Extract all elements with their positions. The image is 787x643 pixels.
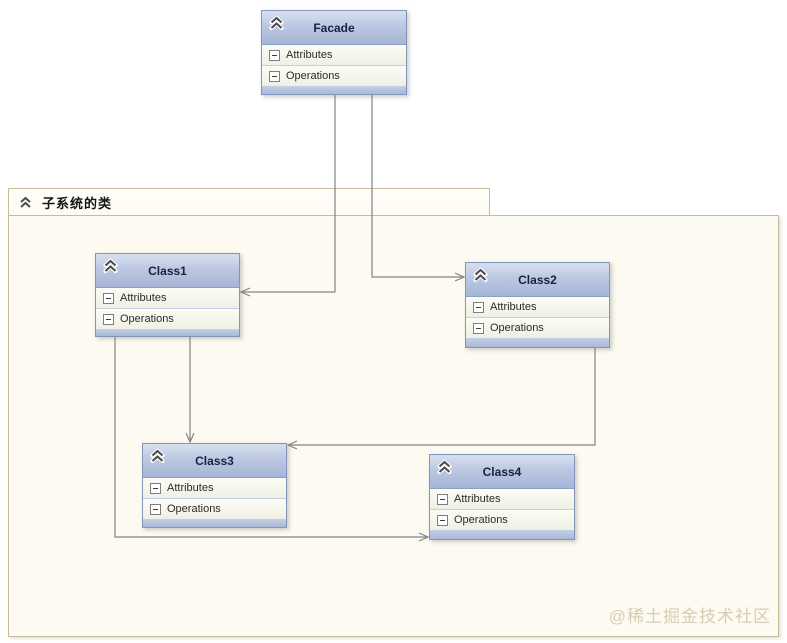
package-tab-subsystem[interactable]: 子系统的类	[8, 188, 490, 215]
minus-box-icon[interactable]	[473, 301, 484, 313]
class-header: Facade	[262, 11, 406, 45]
attributes-section[interactable]: Attributes	[96, 288, 239, 309]
operations-section[interactable]: Operations	[430, 510, 574, 531]
collapse-chevron-icon[interactable]	[435, 459, 454, 475]
minus-box-icon[interactable]	[103, 292, 114, 304]
minus-box-icon[interactable]	[437, 514, 448, 526]
attributes-label: Attributes	[490, 301, 537, 313]
collapse-chevron-icon[interactable]	[101, 258, 120, 274]
minus-box-icon[interactable]	[269, 49, 280, 61]
collapse-chevron-icon[interactable]	[471, 267, 490, 283]
minus-box-icon[interactable]	[437, 493, 448, 505]
attributes-section[interactable]: Attributes	[430, 489, 574, 510]
class-footer	[143, 520, 286, 527]
class-title: Class2	[518, 272, 557, 287]
collapse-chevron-icon[interactable]	[18, 196, 33, 209]
minus-box-icon[interactable]	[150, 482, 161, 494]
class-node-class3[interactable]: Class3 Attributes Operations	[142, 443, 287, 528]
class-footer	[466, 339, 609, 347]
operations-label: Operations	[120, 313, 174, 325]
watermark: @稀土掘金技术社区	[608, 607, 771, 626]
attributes-section[interactable]: Attributes	[262, 45, 406, 66]
operations-section[interactable]: Operations	[466, 318, 609, 339]
attributes-label: Attributes	[120, 292, 167, 304]
operations-section[interactable]: Operations	[96, 309, 239, 330]
attributes-section[interactable]: Attributes	[143, 478, 286, 499]
operations-label: Operations	[490, 322, 544, 334]
minus-box-icon[interactable]	[150, 503, 161, 515]
attributes-label: Attributes	[167, 482, 214, 494]
class-title: Class1	[148, 263, 187, 278]
class-header: Class1	[96, 254, 239, 288]
class-footer	[430, 531, 574, 539]
class-footer	[262, 87, 406, 94]
package-title: 子系统的类	[42, 195, 113, 211]
minus-box-icon[interactable]	[269, 70, 280, 82]
attributes-label: Attributes	[454, 493, 501, 505]
class-title: Class3	[195, 453, 234, 468]
class-node-class4[interactable]: Class4 Attributes Operations	[429, 454, 575, 540]
class-header: Class2	[466, 263, 609, 297]
class-header: Class4	[430, 455, 574, 489]
collapse-chevron-icon[interactable]	[267, 15, 286, 31]
minus-box-icon[interactable]	[473, 322, 484, 334]
class-header: Class3	[143, 444, 286, 478]
operations-section[interactable]: Operations	[143, 499, 286, 520]
class-footer	[96, 330, 239, 336]
attributes-label: Attributes	[286, 49, 333, 61]
class-node-class1[interactable]: Class1 Attributes Operations	[95, 253, 240, 337]
attributes-section[interactable]: Attributes	[466, 297, 609, 318]
operations-section[interactable]: Operations	[262, 66, 406, 87]
class-node-class2[interactable]: Class2 Attributes Operations	[465, 262, 610, 348]
class-title: Class4	[482, 464, 522, 479]
operations-label: Operations	[454, 514, 508, 526]
collapse-chevron-icon[interactable]	[148, 448, 167, 464]
minus-box-icon[interactable]	[103, 313, 114, 325]
operations-label: Operations	[286, 70, 340, 82]
class-title: Facade	[313, 20, 355, 35]
operations-label: Operations	[167, 503, 221, 515]
class-node-facade[interactable]: Facade Attributes Operations	[261, 10, 407, 95]
